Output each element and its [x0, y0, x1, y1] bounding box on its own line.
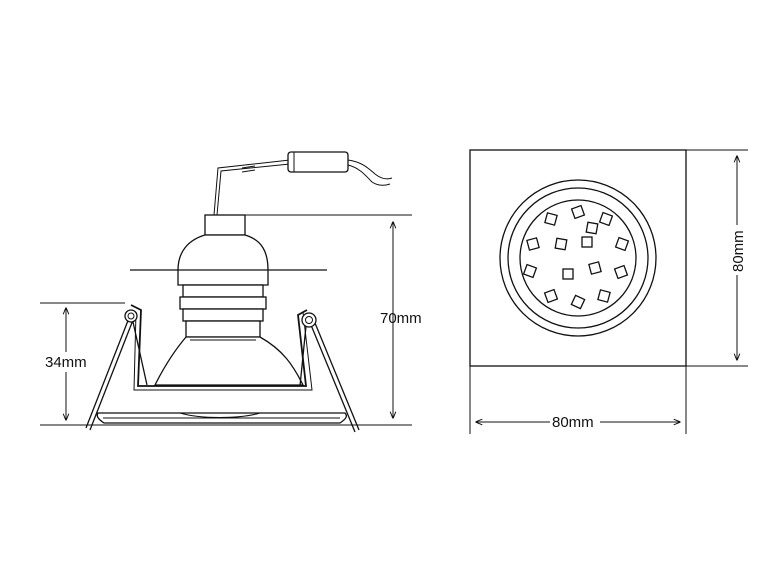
- dimension-label-70mm: 70mm: [380, 310, 422, 327]
- middle-ring: [507, 187, 649, 329]
- led-chip: [588, 261, 602, 275]
- dimension-label-80mm-horizontal: 80mm: [552, 414, 594, 431]
- led-chip: [613, 264, 629, 280]
- mounting-bracket: [130, 304, 313, 391]
- led-chip: [597, 289, 611, 303]
- led-chip: [570, 204, 586, 220]
- dimension-label-80mm-vertical: 80mm: [730, 230, 747, 272]
- led-chip: [570, 294, 586, 310]
- led-chip: [526, 237, 540, 251]
- led-chip: [522, 263, 538, 279]
- top-view: 80mm 80mm: [469, 149, 748, 434]
- right-spring-clip: [299, 312, 360, 433]
- led-chip: [554, 237, 568, 251]
- trim-ring: [96, 412, 347, 424]
- dimension-label-34mm: 34mm: [45, 354, 87, 371]
- led-chip: [562, 268, 574, 280]
- side-view: 70mm 34mm: [40, 151, 422, 433]
- led-array: [522, 204, 630, 310]
- label-background: [44, 352, 94, 372]
- led-chip: [544, 212, 558, 226]
- led-chip: [598, 211, 614, 227]
- label-background: [728, 225, 746, 275]
- lamp-socket: [130, 214, 327, 386]
- led-chip: [581, 236, 593, 248]
- led-chip: [543, 288, 559, 304]
- led-chip: [585, 221, 599, 235]
- led-chip: [614, 236, 630, 252]
- label-background: [550, 412, 600, 432]
- outer-ring: [499, 179, 657, 337]
- driver-cable: [213, 151, 393, 216]
- lens-circle: [519, 199, 637, 317]
- left-spring-clip: [85, 309, 148, 431]
- square-trim-outline: [469, 149, 687, 367]
